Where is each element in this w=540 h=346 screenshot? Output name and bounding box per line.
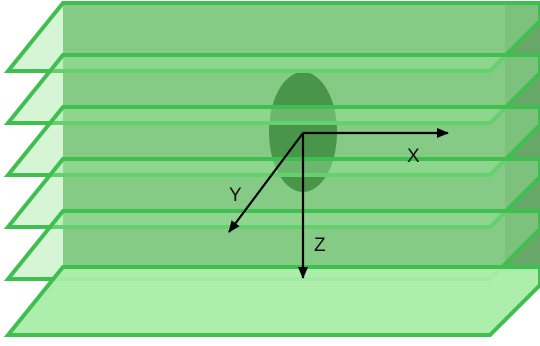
plane-stack bbox=[3, 0, 540, 337]
plane-layer-6 bbox=[3, 265, 540, 337]
y-axis-label: Y bbox=[229, 185, 242, 206]
plane-layer-5 bbox=[3, 209, 540, 281]
coordinate-axes: X Y Z bbox=[228, 128, 449, 279]
x-axis-label: X bbox=[407, 146, 420, 167]
z-axis-label: Z bbox=[314, 235, 326, 256]
y-axis-arrow bbox=[228, 132, 304, 233]
